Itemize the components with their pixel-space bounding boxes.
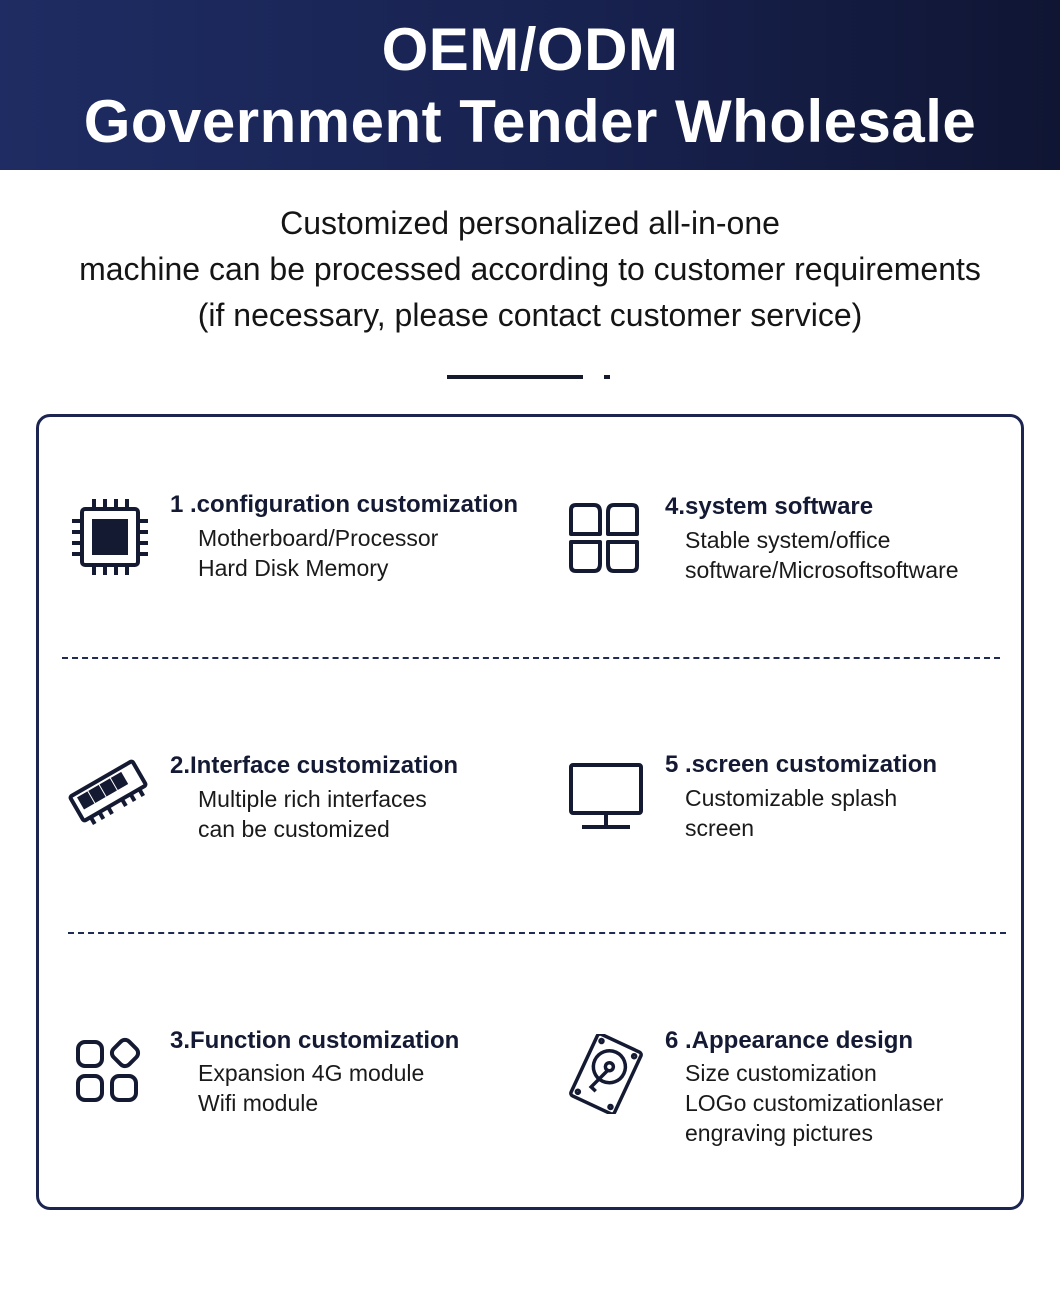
banner-title-line2: Government Tender Wholesale bbox=[83, 88, 977, 155]
apps-grid-icon bbox=[76, 1037, 141, 1102]
memory-module-icon bbox=[68, 759, 148, 826]
decorative-divider bbox=[447, 375, 583, 379]
intro-line2: machine can be processed according to cu… bbox=[79, 251, 981, 287]
feature-line: Wifi module bbox=[198, 1090, 319, 1116]
header-banner: OEM/ODM Government Tender Wholesale bbox=[0, 0, 1060, 170]
feature-title: 3.Function customization bbox=[170, 1027, 460, 1054]
decorative-dot bbox=[604, 375, 610, 379]
banner-title-line1: OEM/ODM bbox=[381, 16, 679, 83]
monitor-icon bbox=[569, 763, 643, 829]
feature-line: Motherboard/Processor bbox=[198, 525, 439, 551]
feature-line: Multiple rich interfaces bbox=[198, 786, 427, 812]
feature-line: Expansion 4G module bbox=[198, 1060, 425, 1086]
windows-logo-icon bbox=[569, 503, 639, 573]
dashed-separator bbox=[62, 657, 1000, 659]
feature-title: 6 .Appearance design bbox=[665, 1027, 914, 1054]
intro-line3: (if necessary, please contact customer s… bbox=[197, 297, 863, 333]
feature-line: Hard Disk Memory bbox=[198, 555, 389, 581]
feature-title: 4.system software bbox=[665, 493, 874, 520]
feature-title: 1 .configuration customization bbox=[170, 491, 519, 518]
feature-line: LOGo customizationlaser bbox=[685, 1090, 944, 1116]
feature-title: 5 .screen customization bbox=[665, 751, 938, 778]
dashed-separator bbox=[68, 932, 1006, 934]
feature-line: can be customized bbox=[198, 816, 390, 842]
feature-line: Customizable splash bbox=[685, 785, 898, 811]
feature-line: screen bbox=[685, 815, 755, 841]
feature-line: Stable system/office bbox=[685, 527, 891, 553]
cpu-chip-icon bbox=[72, 499, 148, 575]
features-panel bbox=[36, 414, 1024, 1210]
feature-line: engraving pictures bbox=[685, 1120, 873, 1146]
hard-disk-icon bbox=[569, 1034, 643, 1114]
intro-line1: Customized personalized all-in-one bbox=[280, 205, 780, 241]
feature-line: Size customization bbox=[685, 1060, 877, 1086]
intro-text: Customized personalized all-in-one machi… bbox=[0, 200, 1060, 338]
feature-line: software/Microsoftsoftware bbox=[685, 557, 959, 583]
feature-title: 2.Interface customization bbox=[170, 752, 459, 779]
